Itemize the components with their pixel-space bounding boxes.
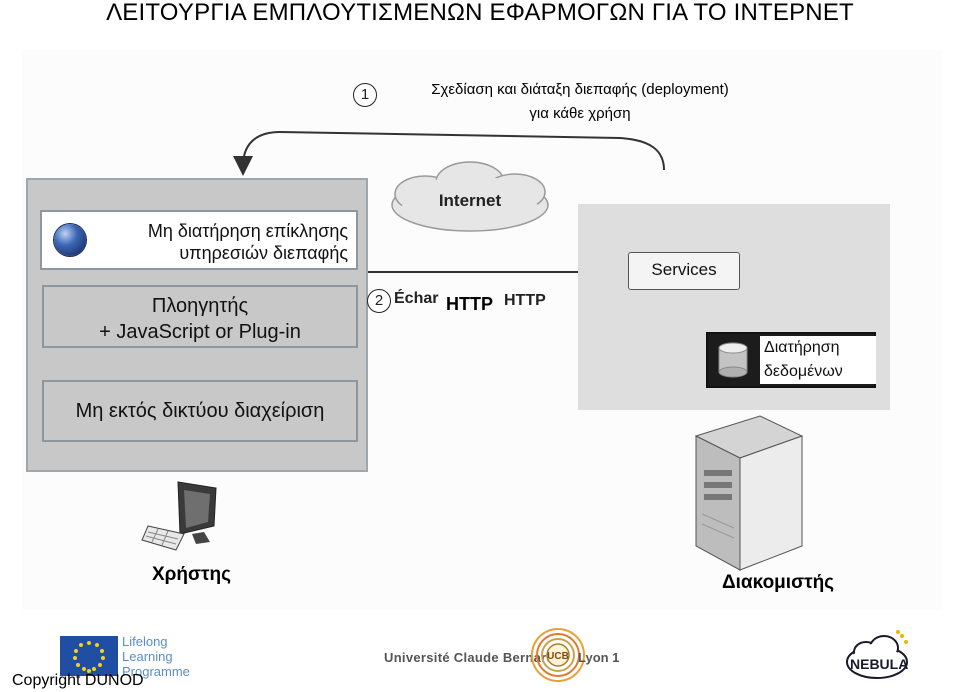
deploy-arrow bbox=[233, 130, 665, 176]
university-name: Université Claude Bernard bbox=[384, 650, 555, 665]
persistence-box: Μη διατήρηση επίκλησης υπηρεσιών διεπαφή… bbox=[40, 210, 358, 270]
services-box: Services bbox=[628, 252, 740, 290]
deploy-caption: Σχεδίαση και διάταξη διεπαφής (deploymen… bbox=[380, 78, 780, 126]
server-tower-icon bbox=[694, 415, 804, 571]
data-store-line2: δεδομένων bbox=[764, 363, 843, 380]
university-tail: Lyon 1 bbox=[578, 650, 620, 665]
ucbl-mark-text: UCB bbox=[547, 651, 569, 662]
nebula-label: NEBULA bbox=[850, 656, 909, 672]
database-icon bbox=[718, 342, 748, 378]
user-label: Χρήστης bbox=[152, 564, 231, 585]
persistence-line1: Μη διατήρηση επίκλησης bbox=[147, 221, 348, 241]
deploy-caption-line1: Σχεδίαση και διάταξη διεπαφής (deploymen… bbox=[431, 81, 729, 98]
workstation-icon bbox=[141, 481, 217, 551]
step-2-marker: 2 bbox=[367, 289, 391, 313]
offline-box: Μη εκτός δικτύου διαχείριση bbox=[42, 380, 358, 442]
browser-box: Πλοηγητής + JavaScript or Plug-in bbox=[42, 285, 358, 348]
http-label: HTTP bbox=[504, 292, 546, 309]
lll-line2: Learning bbox=[122, 649, 173, 664]
browser-line1: Πλοηγητής bbox=[151, 295, 249, 317]
data-store-line1: Διατήρηση bbox=[764, 339, 840, 356]
lll-line3: Programme bbox=[122, 664, 190, 679]
eu-flag-icon bbox=[60, 636, 118, 676]
browser-line2: + JavaScript or Plug-in bbox=[99, 321, 301, 343]
internet-label: Internet bbox=[439, 191, 502, 210]
ucbl-logo-icon: UCB bbox=[531, 628, 585, 682]
nebula-cloud-icon bbox=[846, 630, 908, 679]
lll-line1: Lifelong bbox=[122, 634, 168, 649]
server-label: Διακομιστής bbox=[722, 572, 835, 593]
persistence-line2: υπηρεσιών διεπαφής bbox=[179, 243, 348, 263]
step-1-marker: 1 bbox=[353, 83, 377, 107]
deploy-caption-line2: για κάθε χρήση bbox=[529, 105, 631, 122]
copyright-text: Copyright DUNOD bbox=[12, 672, 144, 689]
page-title: ΛΕΙΤΟΥΡΓΙΑ ΕΜΠΛΟΥΤΙΣΜΕΝΩΝ ΕΦΑΡΜΟΓΩΝ ΓΙΑ … bbox=[106, 0, 854, 26]
http-overlay-label: HTTP bbox=[446, 294, 493, 314]
lifelong-learning-logo: Lifelong Learning Programme bbox=[122, 634, 190, 679]
internet-cloud bbox=[391, 161, 549, 232]
data-store-box: Διατήρηση δεδομένων bbox=[706, 332, 876, 388]
exchange-label: Échar bbox=[394, 290, 439, 307]
globe-icon bbox=[54, 224, 86, 256]
